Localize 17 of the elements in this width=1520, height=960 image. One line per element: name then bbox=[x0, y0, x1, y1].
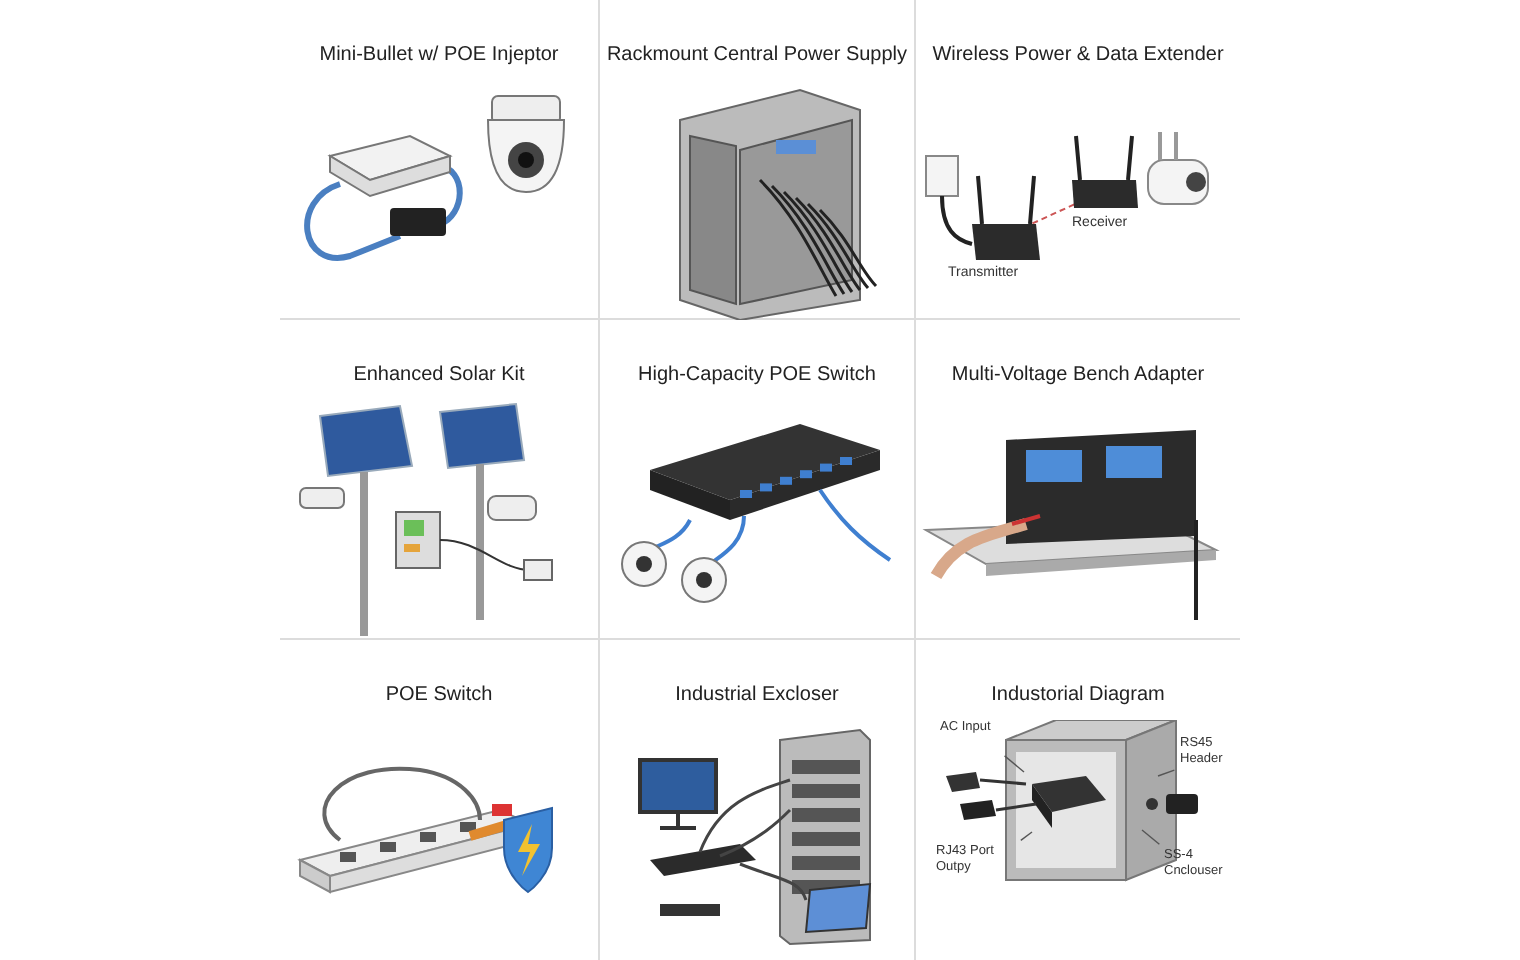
leader-line bbox=[1020, 831, 1033, 842]
panel-title: Rackmount Central Power Supply bbox=[604, 44, 910, 66]
panel-title: Multi-Voltage Bench Adapter bbox=[949, 364, 1207, 386]
panel-title: Industorial Diagram bbox=[989, 684, 1167, 706]
panel-title: Enhanced Solar Kit bbox=[351, 364, 527, 386]
leader-line bbox=[1141, 829, 1161, 845]
panel-title: Industrial Excloser bbox=[673, 684, 841, 706]
panel bbox=[600, 0, 916, 320]
leader-line bbox=[1003, 755, 1025, 773]
panel bbox=[280, 320, 600, 640]
leader-line bbox=[1157, 769, 1176, 777]
panel-title: High-Capacity POE Switch bbox=[636, 364, 878, 386]
panel bbox=[600, 320, 916, 640]
panel-title: POE Switch bbox=[383, 684, 495, 706]
panel-title: Wireless Power & Data Extender bbox=[930, 44, 1226, 66]
panel-title: Mini-Bullet w/ POE Injeptor bbox=[317, 44, 561, 66]
panel bbox=[280, 0, 600, 320]
